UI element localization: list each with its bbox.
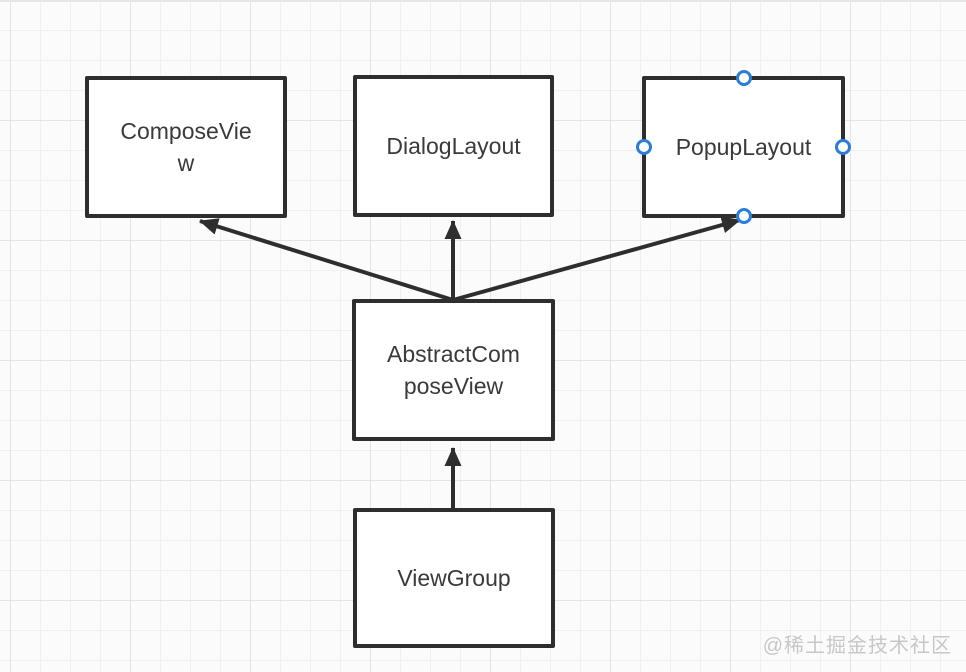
edge-abstractcomposeview-to-composeview[interactable]: [199, 218, 454, 302]
node-dialoglayout[interactable]: DialogLayout: [353, 75, 554, 217]
selection-handle-left[interactable]: [636, 139, 652, 155]
node-abstractcomposeview[interactable]: AbstractCom poseView: [352, 299, 555, 441]
node-composeview[interactable]: ComposeVie w: [85, 76, 287, 218]
node-viewgroup-label: ViewGroup: [397, 565, 511, 591]
window-top-edge: [0, 0, 966, 2]
node-viewgroup[interactable]: ViewGroup: [353, 508, 555, 648]
selection-handle-right[interactable]: [835, 139, 851, 155]
node-popuplayout[interactable]: PopupLayout: [636, 70, 851, 224]
selection-handle-top[interactable]: [735, 70, 752, 86]
selection-handle-bottom[interactable]: [735, 208, 752, 224]
node-dialoglayout-label: DialogLayout: [386, 133, 521, 159]
edge-abstractcomposeview-to-popuplayout[interactable]: [452, 216, 741, 302]
node-popuplayout-label: PopupLayout: [675, 134, 812, 160]
node-abstractcomposeview-label: AbstractCom poseView: [387, 341, 520, 399]
node-composeview-label: ComposeVie w: [120, 118, 252, 176]
watermark-text: @稀土掘金技术社区: [762, 635, 952, 657]
